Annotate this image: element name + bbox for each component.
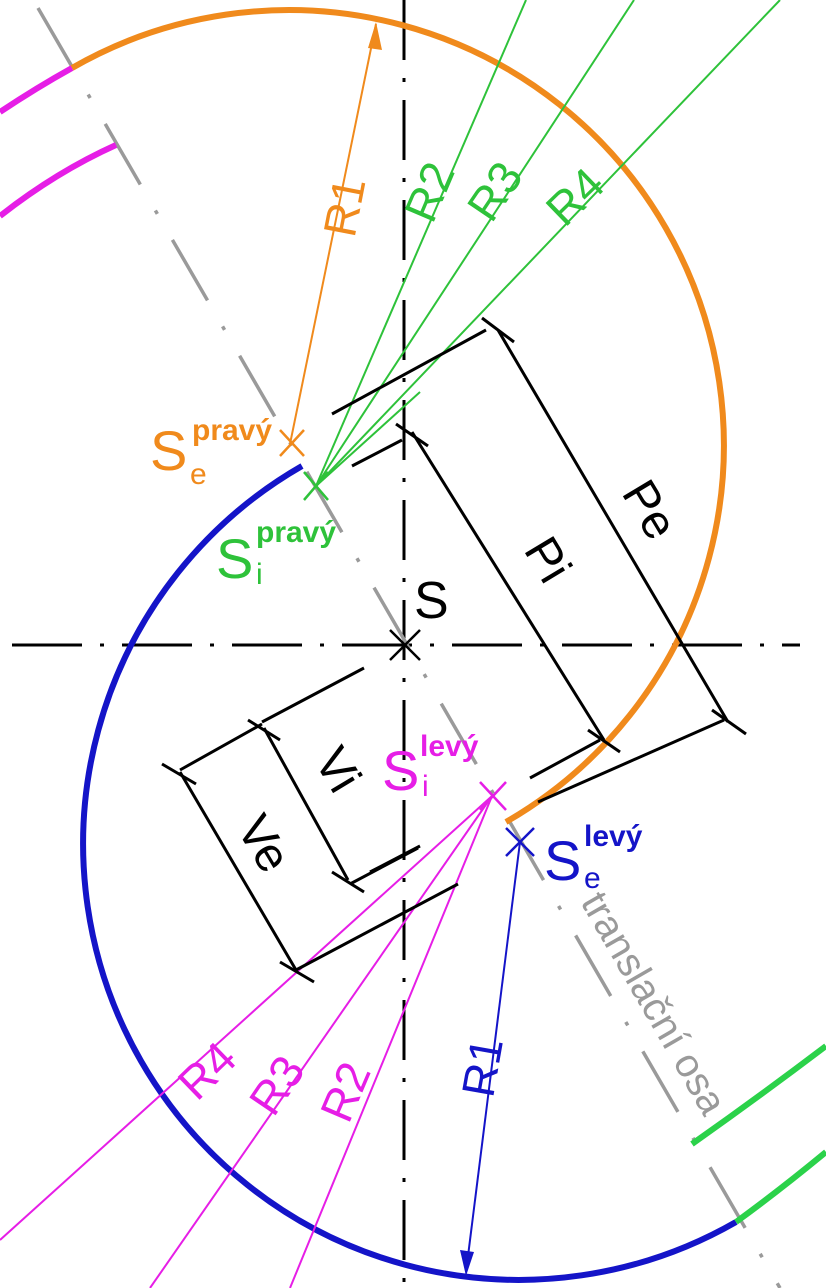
se-left-main: S xyxy=(544,829,581,892)
orange-outer-arc xyxy=(70,7,727,825)
se-left-sub: e xyxy=(584,862,601,895)
magenta-radii-bottom xyxy=(0,795,493,1288)
se-left-sup: levý xyxy=(584,820,643,853)
si-left-sup: levý xyxy=(420,730,479,763)
r1-bottom-label: R1 xyxy=(452,1034,513,1101)
center-cross xyxy=(389,629,421,661)
pe-dimension xyxy=(331,316,747,804)
pi-label: Pi xyxy=(514,528,581,592)
translation-axis-label: translační osa xyxy=(572,885,735,1123)
si-right-main: S xyxy=(216,527,253,590)
si-right-sup: pravý xyxy=(256,516,336,549)
center-label: S xyxy=(414,572,449,630)
construction-line-mid xyxy=(369,844,421,874)
green-arc-bottom-1 xyxy=(690,1043,826,1147)
magenta-arc-top-1 xyxy=(0,65,74,115)
r3-top-label: R3 xyxy=(457,152,533,230)
r3-bottom-label: R3 xyxy=(239,1046,315,1124)
magenta-arc-top-2 xyxy=(0,142,118,219)
pe-label: Pe xyxy=(611,471,687,549)
vi-label: Vi xyxy=(304,738,371,801)
r4-bottom-label: R4 xyxy=(168,1031,246,1109)
ve-dimension xyxy=(161,722,459,984)
r1-top-label: R1 xyxy=(313,173,375,241)
green-arc-bottom-2 xyxy=(734,1149,826,1225)
blue-outer-arc xyxy=(80,463,738,1283)
se-right-main: S xyxy=(150,419,187,482)
se-right-sup: pravý xyxy=(192,414,272,447)
si-right-cross xyxy=(303,471,329,501)
si-left-cross xyxy=(479,781,507,811)
si-right-sub: i xyxy=(256,558,263,591)
se-right-cross xyxy=(279,429,305,457)
si-left-main: S xyxy=(382,739,419,802)
se-right-sub: e xyxy=(190,458,207,491)
si-left-sub: i xyxy=(422,770,429,803)
r4-top-label: R4 xyxy=(536,157,614,235)
r2-bottom-label: R2 xyxy=(310,1055,381,1129)
se-left-cross xyxy=(505,827,535,857)
pi-dimension xyxy=(351,422,621,780)
r1-top-radius xyxy=(289,22,382,445)
r1-bottom-radius xyxy=(460,841,521,1276)
